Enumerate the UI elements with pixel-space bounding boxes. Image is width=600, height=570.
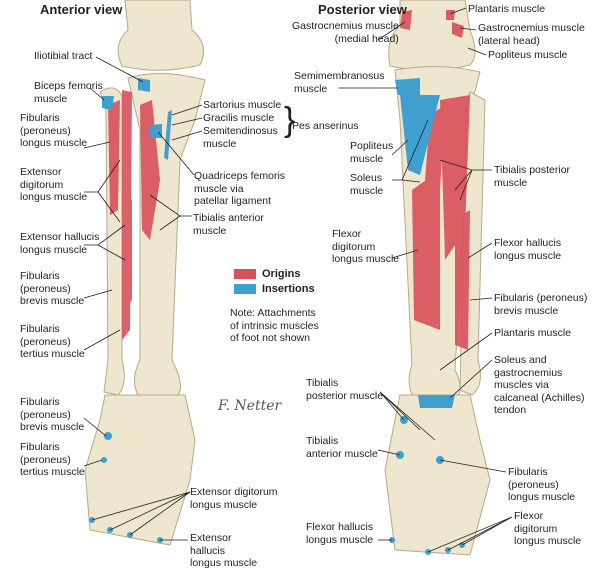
insertions-swatch [234, 284, 256, 294]
label-semimembranosus: Semimembranosus muscle [294, 70, 385, 95]
label-extensor-digitorum-foot: Extensor digitorum longus muscle [190, 486, 278, 511]
label-tibialis-anterior-post: Tibialis anterior muscle [306, 435, 378, 460]
label-sartorius: Sartorius muscle [203, 99, 282, 111]
insertion-achilles [418, 395, 455, 408]
legend-origins: Origins [234, 268, 301, 280]
label-extensor-hallucis: Extensor hallucis longus muscle [20, 231, 100, 256]
label-quadriceps: Quadriceps femoris muscle via patellar l… [194, 170, 286, 207]
origin-gastroc-medial [400, 10, 412, 30]
label-tibialis-posterior-foot: Tibialis posterior muscle [306, 377, 384, 402]
label-iliotibial-tract: Iliotibial tract [34, 50, 93, 62]
origin-gastroc-lateral [452, 22, 464, 38]
origin-flexor-hallucis [455, 210, 470, 350]
label-gastroc-medial: Gastrocnemius muscle (medial head) [292, 20, 399, 45]
note-text: Note: Attachments of intrinsic muscles o… [230, 307, 319, 344]
origin-fibularis-longus [108, 100, 120, 215]
insertion-pes-anserinus [164, 110, 172, 160]
label-tibialis-anterior: Tibialis anterior muscle [193, 212, 264, 237]
posterior-foot [384, 394, 491, 556]
label-plantaris-top: Plantaris muscle [468, 3, 546, 15]
anterior-view-title: Anterior view [40, 2, 123, 17]
origins-swatch [234, 269, 256, 279]
label-plantaris: Plantaris muscle [494, 327, 572, 339]
legend-insertions-label: Insertions [262, 283, 315, 295]
netter-signature: F. Netter [218, 398, 282, 414]
label-fibularis-brevis-ant: Fibularis (peroneus) brevis muscle [20, 270, 85, 307]
leader-lines [83, 7, 513, 553]
label-fibularis-longus-ant: Fibularis (peroneus) longus muscle [20, 112, 88, 149]
insertion-popliteus [400, 95, 440, 175]
label-flexor-digitorum-foot: Flexor digitorum longus muscle [514, 510, 582, 547]
label-tibialis-posterior: Tibialis posterior muscle [494, 164, 571, 189]
anterior-femur [117, 0, 205, 71]
origin-extensor-hallucis [124, 200, 132, 310]
label-fibularis-tertius-foot: Fibularis (peroneus) tertius muscle [20, 441, 85, 478]
legend-insertions: Insertions [234, 283, 315, 295]
label-fibularis-brevis-post: Fibularis (peroneus) brevis muscle [494, 292, 588, 317]
origin-flexor-digitorum [412, 170, 440, 330]
insertion-quadriceps [150, 124, 162, 138]
pes-anserinus-brace: } [284, 101, 296, 139]
insertion-iliotibial [138, 78, 150, 92]
label-soleus: Soleus muscle [350, 172, 384, 197]
label-flexor-hallucis-foot: Flexor hallucis longus muscle [306, 521, 374, 546]
label-fibularis-longus-post: Fibularis (peroneus) longus muscle [508, 466, 576, 503]
label-extensor-digitorum: Extensor digitorum longus muscle [20, 166, 88, 203]
label-semitendinosus: Semitendinosus muscle [203, 125, 278, 150]
label-fibularis-brevis-foot: Fibularis (peroneus) brevis muscle [20, 396, 85, 433]
insertion-fib-brevis-ant [104, 432, 112, 440]
label-pes-anserinus: Pes anserinus [292, 120, 359, 132]
posterior-view-title: Posterior view [318, 2, 407, 17]
origin-plantaris [446, 10, 455, 20]
label-gastroc-lateral: Gastrocnemius muscle (lateral head) [478, 22, 585, 47]
anterior-foot [84, 394, 196, 546]
label-biceps-femoris: Biceps femoris muscle [34, 80, 103, 105]
label-flexor-digitorum: Flexor digitorum longus muscle [332, 228, 400, 265]
label-extensor-hallucis-foot: Extensor hallucis longus muscle [190, 532, 258, 569]
insertion-biceps-femoris [102, 96, 114, 110]
insertion-fib-tertius-ant [101, 457, 107, 463]
label-popliteus: Popliteus muscle [350, 140, 394, 165]
label-achilles: Soleus and gastrocnemius muscles via cal… [494, 354, 585, 416]
legend-origins-label: Origins [262, 268, 301, 280]
label-fibularis-tertius-ant: Fibularis (peroneus) tertius muscle [20, 323, 85, 360]
label-popliteus-top: Popliteus muscle [488, 49, 568, 61]
insertion-semimembranosus [395, 78, 420, 95]
label-gracilis: Gracilis muscle [203, 112, 275, 124]
label-flexor-hallucis: Flexor hallucis longus muscle [494, 237, 562, 262]
